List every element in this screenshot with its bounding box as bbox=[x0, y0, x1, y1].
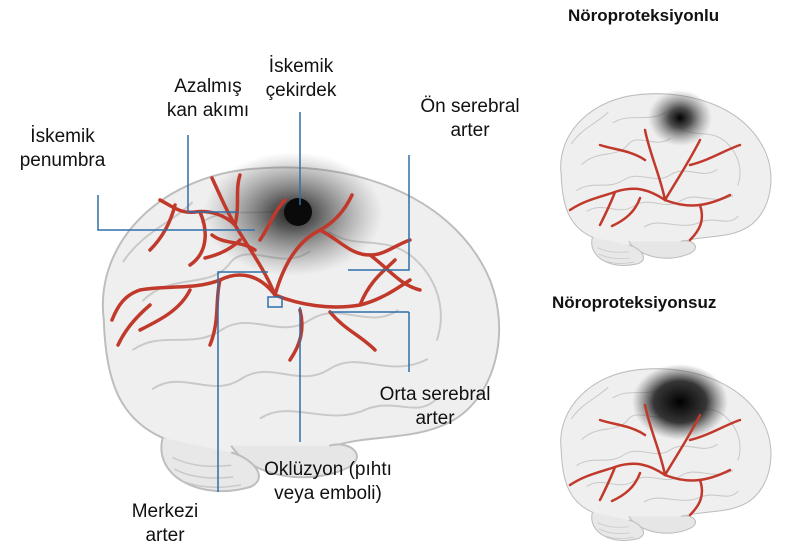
large-lesion-bottom bbox=[632, 364, 728, 440]
label-occlusion: Oklüzyon (pıhtı veya emboli) bbox=[243, 458, 413, 506]
title-without-neuroprotection: Nöroproteksiyonsuz bbox=[552, 293, 716, 313]
small-lesion-top bbox=[648, 90, 712, 146]
label-anterior-cerebral-artery: Ön serebral arter bbox=[395, 95, 545, 143]
label-reduced-flow: Azalmış kan akımı bbox=[143, 75, 273, 123]
title-with-neuroprotection: Nöroproteksiyonlu bbox=[568, 6, 719, 26]
label-middle-cerebral-artery: Orta serebral arter bbox=[350, 383, 520, 431]
label-central-artery: Merkezi arter bbox=[120, 500, 210, 548]
label-penumbra: İskemik penumbra bbox=[0, 125, 125, 173]
